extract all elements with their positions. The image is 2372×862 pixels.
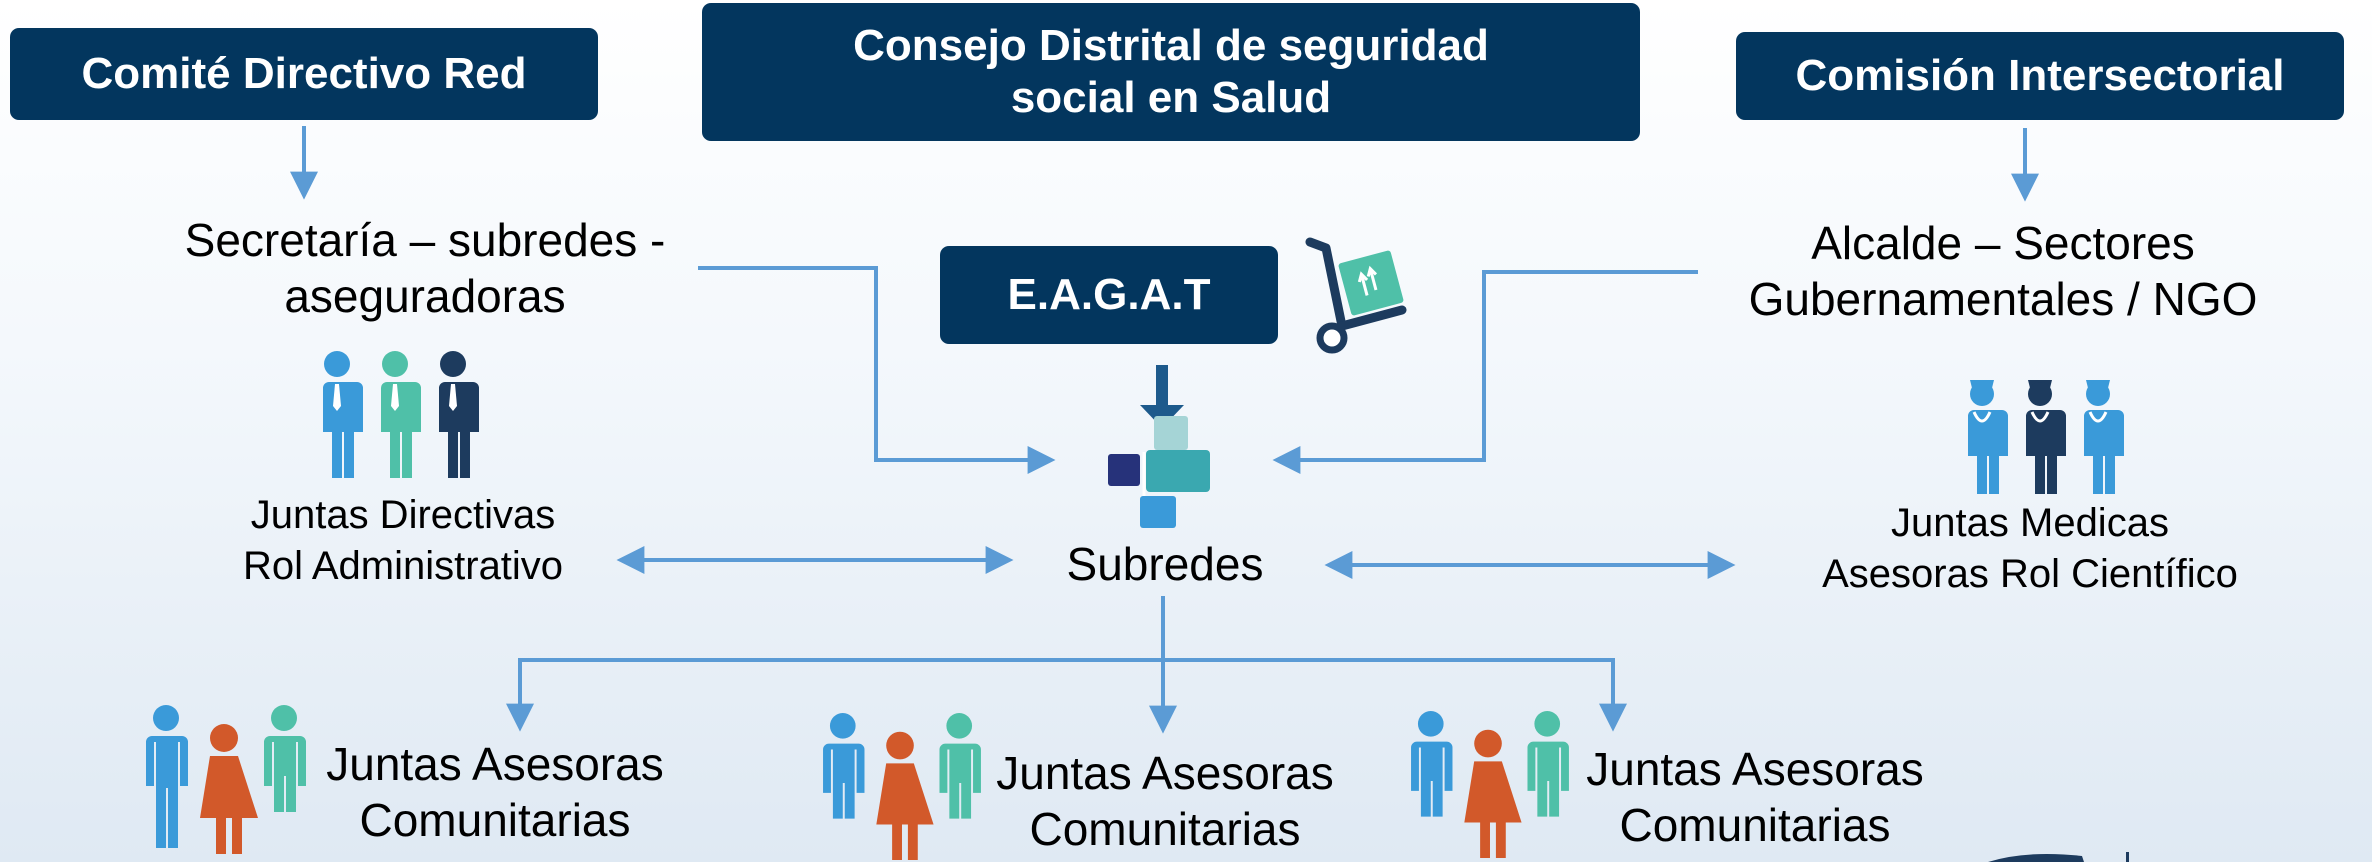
comite-directivo-box: Comité Directivo Red — [10, 28, 598, 120]
eagat-box: E.A.G.A.T — [940, 246, 1278, 344]
juntas-asesoras-label-2: Juntas Asesoras Comunitarias — [980, 745, 1350, 857]
comision-intersectorial-label: Comisión Intersectorial — [1795, 51, 2285, 100]
arrow-alcalde-to-subredes — [1272, 270, 1698, 474]
juntas-asesoras-2-line2: Comunitarias — [1029, 803, 1301, 855]
business-people-icon — [317, 351, 479, 478]
alcalde-label: Alcalde – Sectores Gubernamentales / NGO — [1718, 215, 2288, 327]
community-people-icon — [823, 712, 981, 861]
community-people-icon — [146, 705, 306, 854]
doctors-icon — [1962, 380, 2124, 494]
consejo-distrital-box: Consejo Distrital de seguridad social en… — [702, 3, 1640, 141]
subredes-logo-icon — [1108, 416, 1210, 528]
juntas-directivas-label: Juntas Directivas Rol Administrativo — [203, 490, 603, 592]
alcalde-line1: Alcalde – Sectores — [1811, 217, 2195, 269]
juntas-medicas-line2: Asesoras Rol Científico — [1822, 552, 2238, 596]
secretaria-line1: Secretaría – subredes - — [184, 214, 666, 266]
juntas-asesoras-label-3: Juntas Asesoras Comunitarias — [1570, 741, 1940, 853]
consejo-distrital-line1: Consejo Distrital de seguridad — [853, 21, 1489, 70]
juntas-asesoras-3-line2: Comunitarias — [1619, 799, 1891, 851]
consejo-distrital-line2: social en Salud — [1010, 73, 1332, 122]
juntas-directivas-line1: Juntas Directivas — [250, 493, 556, 537]
secretaria-label: Secretaría – subredes - aseguradoras — [155, 212, 695, 324]
comite-directivo-label: Comité Directivo Red — [81, 49, 527, 98]
juntas-directivas-line2: Rol Administrativo — [242, 544, 564, 588]
subredes-label: Subredes — [1066, 538, 1264, 590]
juntas-asesoras-label-1: Juntas Asesoras Comunitarias — [310, 736, 680, 848]
juntas-medicas-label: Juntas Medicas Asesoras Rol Científico — [1780, 498, 2280, 600]
hand-truck-with-box-icon — [1305, 237, 1407, 354]
arrow-secretaria-to-subredes — [698, 266, 1056, 474]
comision-intersectorial-box: Comisión Intersectorial — [1736, 32, 2344, 120]
alcalde-line2: Gubernamentales / NGO — [1748, 273, 2258, 325]
community-people-icon — [1411, 710, 1569, 859]
corner-logo-icon — [1988, 852, 2129, 862]
juntas-asesoras-2-line1: Juntas Asesoras — [996, 747, 1334, 799]
juntas-asesoras-1-line1: Juntas Asesoras — [326, 738, 664, 790]
secretaria-line2: aseguradoras — [284, 270, 566, 322]
juntas-asesoras-3-line1: Juntas Asesoras — [1586, 743, 1924, 795]
juntas-asesoras-1-line2: Comunitarias — [359, 794, 631, 846]
eagat-label: E.A.G.A.T — [1007, 270, 1211, 319]
juntas-medicas-line1: Juntas Medicas — [1891, 501, 2169, 545]
